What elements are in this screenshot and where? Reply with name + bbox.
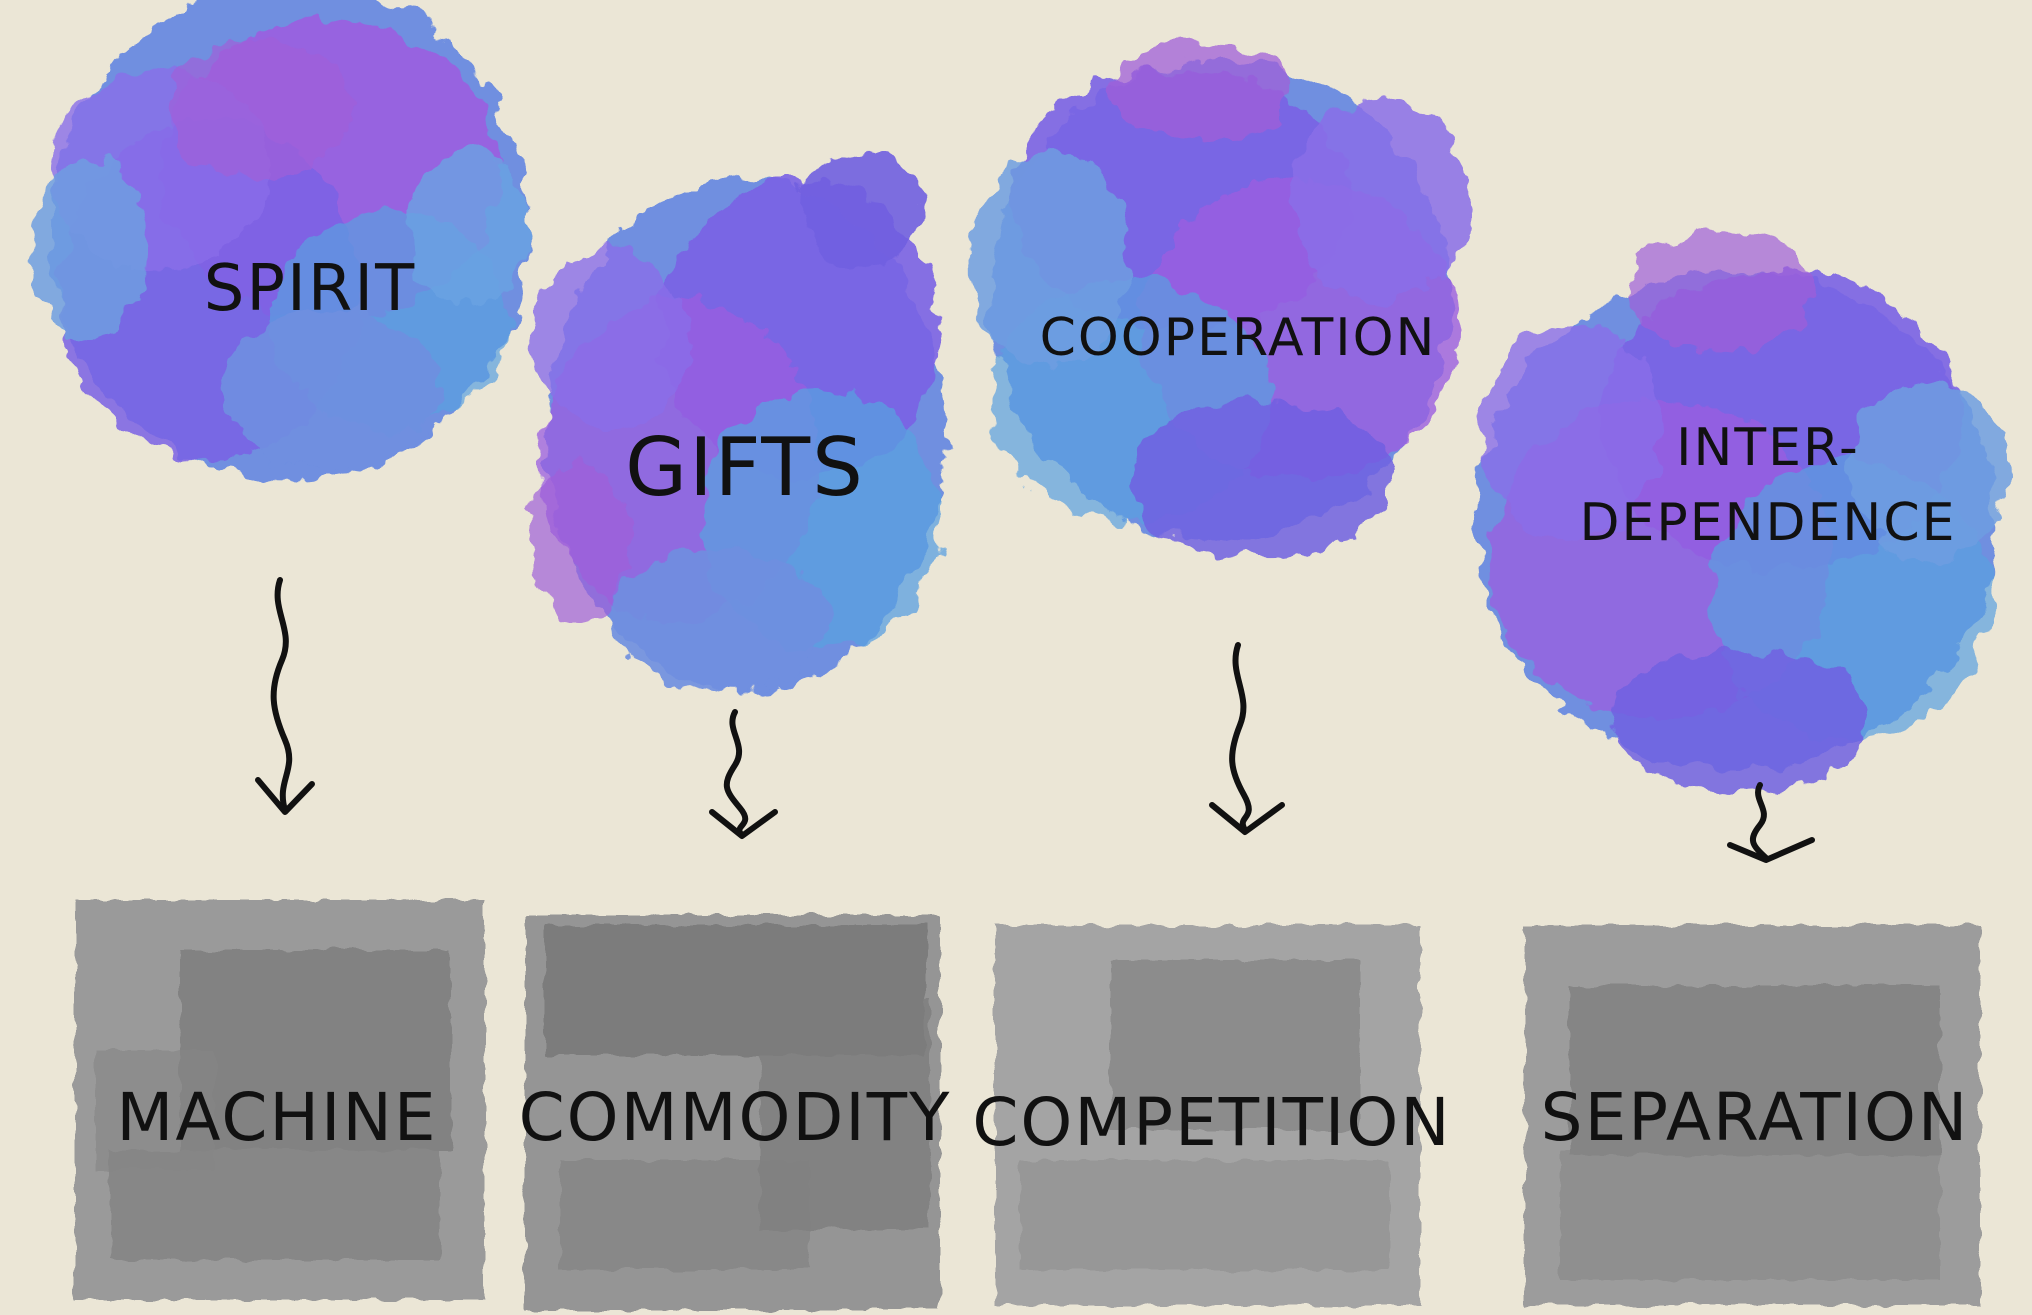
label-machine: MACHINE [116, 1079, 437, 1156]
label-separation: SEPARATION [1541, 1079, 1970, 1156]
label-competition: COMPETITION [972, 1084, 1451, 1161]
label-dependence: DEPENDENCE [1580, 493, 1957, 553]
box-separation [1525, 925, 1980, 1305]
cloud-cooperation [970, 40, 1470, 560]
arrow-spirit-machine [255, 577, 315, 815]
box-machine [75, 900, 485, 1300]
arrow-cooperation-competition [1209, 642, 1285, 835]
cloud-spirit [30, 0, 530, 480]
arrow-interdependence-separation [1727, 782, 1815, 863]
box-competition [995, 925, 1420, 1305]
cloud-interdependence [1475, 230, 2010, 790]
box-commodity [525, 915, 940, 1310]
cloud-gifts [530, 150, 945, 690]
label-gifts: GIFTS [625, 421, 865, 514]
label-commodity: COMMODITY [519, 1079, 952, 1156]
arrow-gifts-commodity [709, 709, 778, 839]
label-cooperation: COOPERATION [1040, 308, 1437, 368]
label-spirit: SPIRIT [204, 252, 417, 326]
label-inter: INTER- [1676, 418, 1860, 478]
